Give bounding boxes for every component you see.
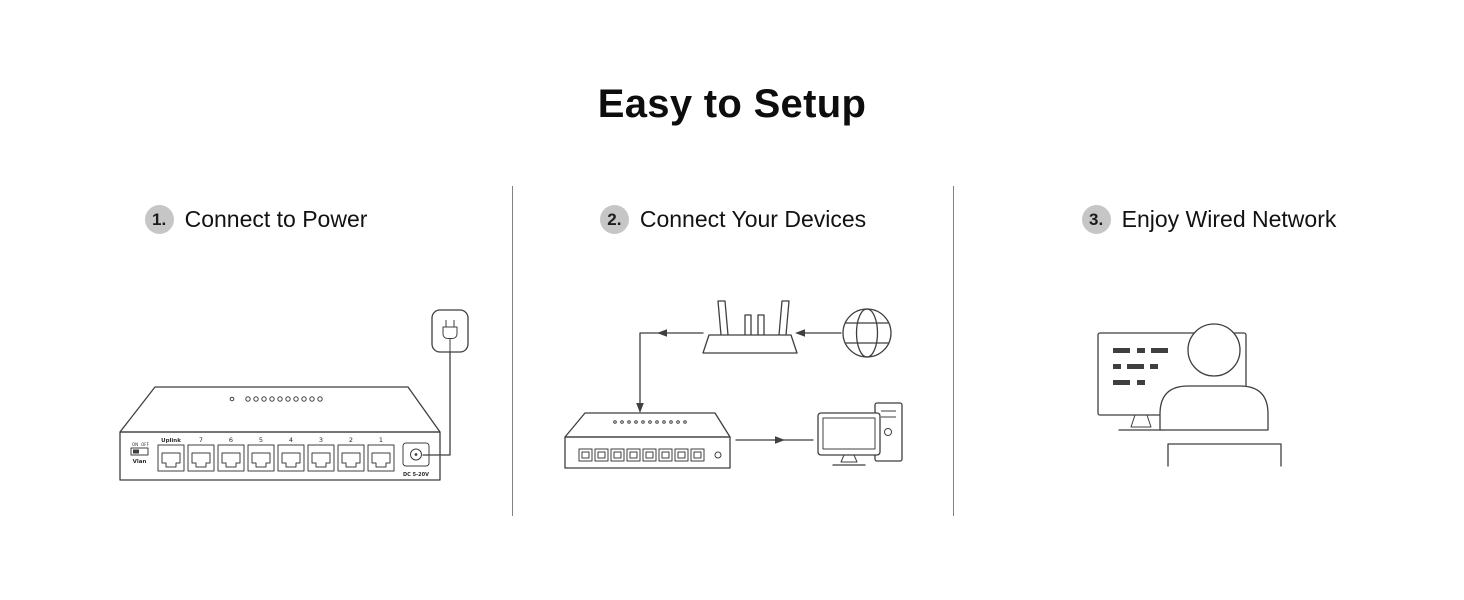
port-label-4: 4 — [289, 436, 293, 444]
mini-switch-dc-jack — [714, 451, 722, 459]
step-1-label: Connect to Power — [184, 206, 368, 232]
column-divider-2 — [953, 186, 954, 516]
step-3-heading: 3. Enjoy Wired Network — [954, 205, 1464, 234]
vlan-label: Vlan — [133, 459, 147, 465]
connect-power-illustration: ON OFF Vlan Uplink 7 6 5 4 3 2 — [119, 309, 469, 481]
step-3-number-badge: 3. — [1081, 205, 1111, 234]
uplink-label: Uplink — [161, 438, 181, 444]
globe-icon — [842, 308, 892, 358]
arrow-router-to-switch — [636, 329, 704, 413]
chair-icon — [1167, 443, 1282, 467]
person-icon — [1159, 323, 1269, 431]
power-plug-icon — [431, 309, 469, 353]
dc-label: DC 5-20V — [403, 472, 429, 478]
step-2-label: Connect Your Devices — [639, 206, 867, 232]
enjoy-network-illustration — [1097, 323, 1282, 467]
arrow-internet-to-router — [795, 329, 842, 337]
port-label-3: 3 — [319, 436, 323, 444]
step-3-panel: 3. Enjoy Wired Network — [954, 185, 1464, 515]
power-cord — [422, 351, 451, 456]
step-2-illustration — [555, 285, 915, 485]
step-2-panel: 2. Connect Your Devices — [512, 185, 954, 515]
rj45-ports — [157, 444, 395, 472]
port-label-6: 6 — [229, 436, 233, 444]
step-1-number-badge: 1. — [144, 205, 174, 234]
monitor-stand — [1130, 414, 1152, 428]
person-head — [1187, 323, 1241, 377]
port-label-7: 7 — [199, 436, 203, 444]
port-label-5: 5 — [259, 436, 263, 444]
step-1-illustration: ON OFF Vlan Uplink 7 6 5 4 3 2 — [105, 295, 475, 495]
screen-text-dashes — [1113, 348, 1168, 385]
step-3-label: Enjoy Wired Network — [1121, 206, 1337, 232]
dc-power-jack: DC 5-20V — [402, 442, 430, 478]
step-3-illustration — [1085, 318, 1315, 478]
port-label-1: 1 — [379, 436, 383, 444]
step-2-number-badge: 2. — [599, 205, 629, 234]
port-label-2: 2 — [349, 436, 353, 444]
person-body — [1159, 385, 1269, 431]
step-1-heading: 1. Connect to Power — [0, 205, 512, 234]
mini-switch-icon — [564, 412, 731, 469]
step-1-panel: 1. Connect to Power — [0, 185, 512, 515]
vlan-on-label: ON — [132, 442, 138, 447]
connect-devices-illustration — [564, 300, 903, 469]
port-labels: Uplink 7 6 5 4 3 2 1 — [161, 436, 383, 444]
page-title: Easy to Setup — [597, 82, 867, 126]
router-icon — [702, 300, 798, 354]
arrow-switch-to-computer — [735, 436, 814, 444]
vlan-off-label: OFF — [141, 442, 149, 447]
step-2-heading: 2. Connect Your Devices — [512, 205, 954, 234]
column-divider-1 — [512, 186, 513, 516]
network-switch-icon: ON OFF Vlan Uplink 7 6 5 4 3 2 — [119, 386, 441, 481]
desktop-computer-icon — [817, 402, 903, 466]
mini-switch-led-dots — [613, 420, 687, 424]
switch-led-dots — [229, 396, 323, 402]
mini-switch-ports — [578, 448, 705, 462]
vlan-switch: ON OFF Vlan — [130, 442, 150, 465]
